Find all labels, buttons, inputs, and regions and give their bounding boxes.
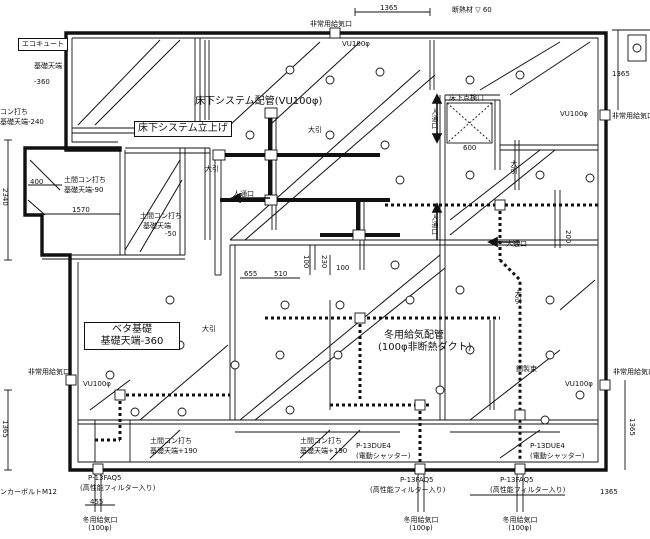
dim-400: 400	[30, 178, 44, 186]
dim-top-1365: 1365	[380, 4, 398, 12]
earth-2-label-c: -50	[165, 230, 177, 238]
anchor-bolt-label: ンカーボルトM12	[0, 488, 57, 496]
dim-left-2340: 2340	[1, 188, 9, 206]
winter-vent-2-label-a: 冬用給気口	[403, 516, 439, 524]
beta-label-2: 基礎天端-360	[100, 336, 164, 347]
due-2-label-b: (電動シャッター)	[530, 452, 585, 460]
winter-vent-3: 冬用給気口 (100φ)	[496, 516, 544, 532]
dim-230: 230	[320, 255, 328, 269]
winter-pipe-label-2: (100φ非断熱ダクト)	[378, 342, 472, 353]
access-label-1: 人通口	[431, 108, 439, 129]
big-pull-label-3: 大引	[510, 160, 518, 174]
dim-100: 100	[302, 255, 310, 269]
earth-2-label-a: 土間コン打ち	[140, 212, 182, 220]
access-label-2: 人通口	[233, 190, 254, 198]
vent-left-label: 非常用給気口	[28, 368, 70, 376]
duct-fittings	[114, 199, 526, 421]
insulation-label: 断熱材 ▽ 60	[452, 6, 492, 14]
big-pull-label-2: 大引	[205, 165, 219, 173]
big-pull-label-1: 大引	[308, 126, 322, 134]
dim-200: 200	[564, 230, 572, 244]
earth-3-label-a: 土間コン打ち	[150, 437, 192, 445]
dim-bottom-1365: 1365	[600, 488, 618, 496]
earth-4-label-a: 土間コン打ち	[300, 437, 342, 445]
dim-right-1365: 1365	[612, 70, 630, 78]
sink-symbol	[627, 34, 647, 62]
faq-2-label-a: P-13FAQ5	[400, 476, 434, 484]
ecocute-label: エコキュート	[22, 40, 64, 48]
winter-vent-1: 冬用給気口 (100φ)	[76, 516, 124, 532]
pipe-fittings	[212, 107, 366, 241]
winter-vent-2: 冬用給気口 (100φ)	[397, 516, 445, 532]
earth-2-label-b: 基礎天端	[143, 222, 171, 230]
steel-post-label: 鋼製束	[516, 365, 537, 373]
winter-vent-1-label-b: (100φ)	[88, 524, 112, 532]
vu-top-label: VU100φ	[342, 40, 370, 48]
inner-walls	[42, 37, 599, 463]
due-2-label-a: P-13DUE4	[530, 442, 565, 450]
earth-1-label-a: 土間コン打ち	[64, 176, 106, 184]
floor-hatch	[446, 102, 493, 144]
faq-1-label-a: P-13FAQ5	[88, 474, 122, 482]
earth-1-label-b: 基礎天端-90	[64, 186, 104, 194]
riser-pipe	[214, 160, 222, 276]
access-label-3: 人通口	[431, 214, 439, 235]
faq-3-label-a: P-13FAQ5	[500, 476, 534, 484]
big-pull-label-4: 大引	[202, 325, 216, 333]
beta-foundation-box: ベタ基礎 基礎天端-360	[84, 322, 180, 350]
vu-left-label: VU100φ	[83, 380, 111, 388]
faq-2-label-b: (高性能フィルター入り)	[370, 486, 446, 494]
vent-right-upper-label: 非常用給気口	[612, 112, 650, 120]
due-1-label-b: (電動シャッター)	[356, 452, 411, 460]
access-label-4: 人通口	[506, 240, 527, 248]
vent-right-lower-label: 非常用給気口	[613, 368, 650, 376]
winter-vent-1-label-a: 冬用給気口	[82, 516, 118, 524]
underfloor-rise-label: 床下システム立上げ	[134, 121, 232, 137]
dim-655: 655	[244, 270, 258, 278]
dim-1570: 1570	[72, 206, 90, 214]
ecocute-level-label: -360	[34, 78, 50, 86]
winter-vent-3-label-a: 冬用給気口	[502, 516, 538, 524]
earth-4-label-b: 基礎天端+190	[300, 447, 348, 455]
faq-3-label-b: (高性能フィルター入り)	[490, 486, 566, 494]
dim-100b: 100	[336, 264, 350, 272]
winter-pipe-label-1: 冬用給気配管	[384, 330, 444, 341]
access-arrows	[230, 93, 520, 248]
vu-right-label: VU100φ	[560, 110, 588, 118]
dim-510: 510	[274, 270, 288, 278]
hatch-label: 床下点検口	[449, 94, 484, 102]
winter-vent-3-label-b: (100φ)	[508, 524, 532, 532]
dim-right-1365b: 1365	[628, 418, 636, 436]
winter-air-duct	[95, 203, 598, 462]
floor-beams	[204, 40, 520, 410]
ecocute-base-label: 基礎天端	[34, 62, 62, 70]
dim-455: 455	[90, 498, 104, 506]
faq-1-label-b: (高性能フィルター入り)	[80, 484, 156, 492]
winter-vent-pipes	[94, 474, 524, 512]
concrete-left-label-1: コン打ち	[0, 108, 28, 116]
earth-3-label-b: 基礎天端+190	[150, 447, 198, 455]
hatch-size-label: 600	[463, 144, 477, 152]
exterior-vents	[65, 27, 611, 475]
concrete-left-label-2: 基礎天端-240	[0, 118, 44, 126]
dimension-lines	[4, 8, 650, 506]
dim-left-1365: 1365	[1, 420, 9, 438]
winter-vent-2-label-b: (100φ)	[409, 524, 433, 532]
ecocute-box: エコキュート	[18, 38, 68, 51]
underfloor-pipe-label: 床下システム配管(VU100φ)	[195, 96, 323, 107]
due-1-label-a: P-13DUE4	[356, 442, 391, 450]
vu-right-lower-label: VU100φ	[565, 380, 593, 388]
vent-top-label: 非常用給気口	[310, 20, 352, 28]
beta-label-1: ベタ基礎	[112, 324, 152, 335]
big-pull-label-5: 大引	[514, 290, 522, 304]
